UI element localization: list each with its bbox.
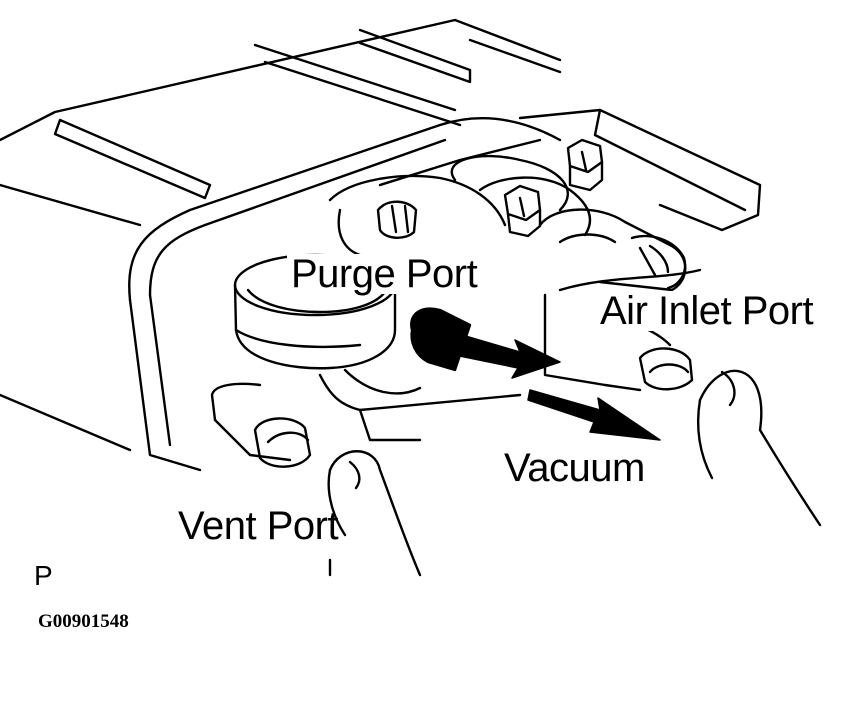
vacuum-arrow-lower [527,389,661,441]
purge-port-label: Purge Port [287,254,482,294]
air-inlet-port-label: Air Inlet Port [596,291,818,331]
vacuum-arrow-upper [439,329,561,379]
vent-port-label: Vent Port [178,504,339,548]
figure-reference: G00901548 [38,611,129,632]
vacuum-label: Vacuum [504,446,645,490]
valve-housing [328,154,592,257]
vent-port-pipe [210,382,422,577]
canister-body [0,18,562,472]
bolt-left [376,200,418,239]
lower-housing [318,373,522,442]
air-inlet-fitting [538,208,702,292]
bolt-upper [566,138,604,192]
bolt-center [503,184,542,238]
panel-letter: P [34,560,53,591]
